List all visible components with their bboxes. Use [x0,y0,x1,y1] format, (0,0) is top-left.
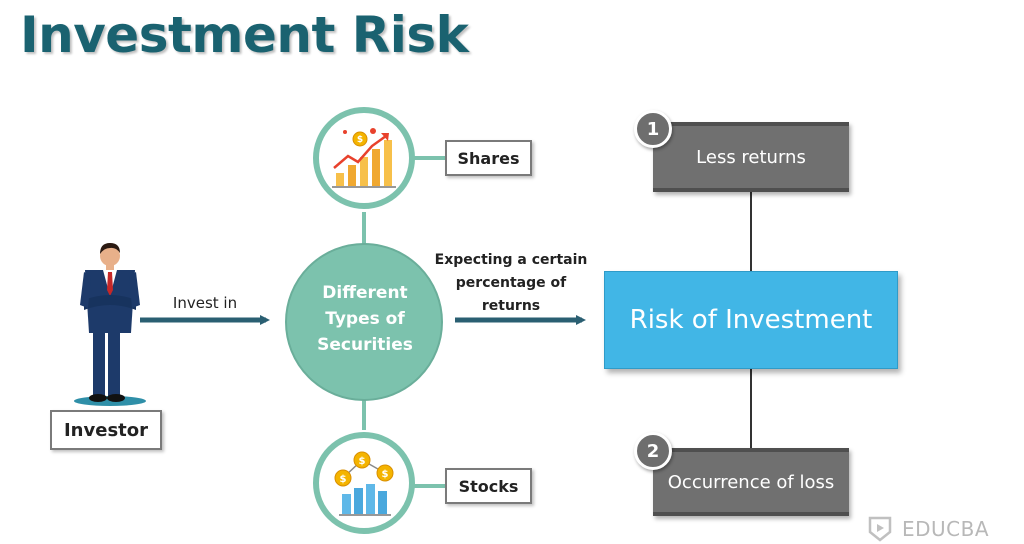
svg-text:$: $ [382,469,389,480]
educba-logo-text: EDUCBA [902,517,990,541]
stocks-icon-circle: $ $ $ [313,432,415,534]
outcome-number-badge-2: 2 [634,432,672,470]
shares-label: Shares [445,140,532,176]
stocks-label: Stocks [445,468,532,504]
outcome-less-returns: Less returns [653,122,849,192]
invest-in-label: Invest in [172,294,238,312]
educba-watermark: EDUCBA [866,512,1016,544]
securities-circle [285,243,443,401]
outcome-number-badge-1: 1 [634,110,672,148]
risk-of-investment-box: Risk of Investment [604,271,898,369]
svg-text:$: $ [359,456,366,467]
educba-logo-icon [868,516,892,542]
investor-figure [74,243,146,406]
outcome-occurrence-of-loss: Occurrence of loss [653,448,849,516]
svg-text:$: $ [340,474,347,485]
page-title: Investment Risk [20,6,469,64]
svg-text:$: $ [357,135,363,145]
securities-circle-text: Different Types of Securities [317,283,413,355]
investor-label: Investor [50,410,162,450]
coin-bars-icon: $ $ $ [334,451,394,516]
expecting-returns-label: Expecting a certain percentage of return… [434,252,588,314]
shares-icon-circle: $ [313,107,415,209]
growth-chart-icon: $ [332,128,396,188]
